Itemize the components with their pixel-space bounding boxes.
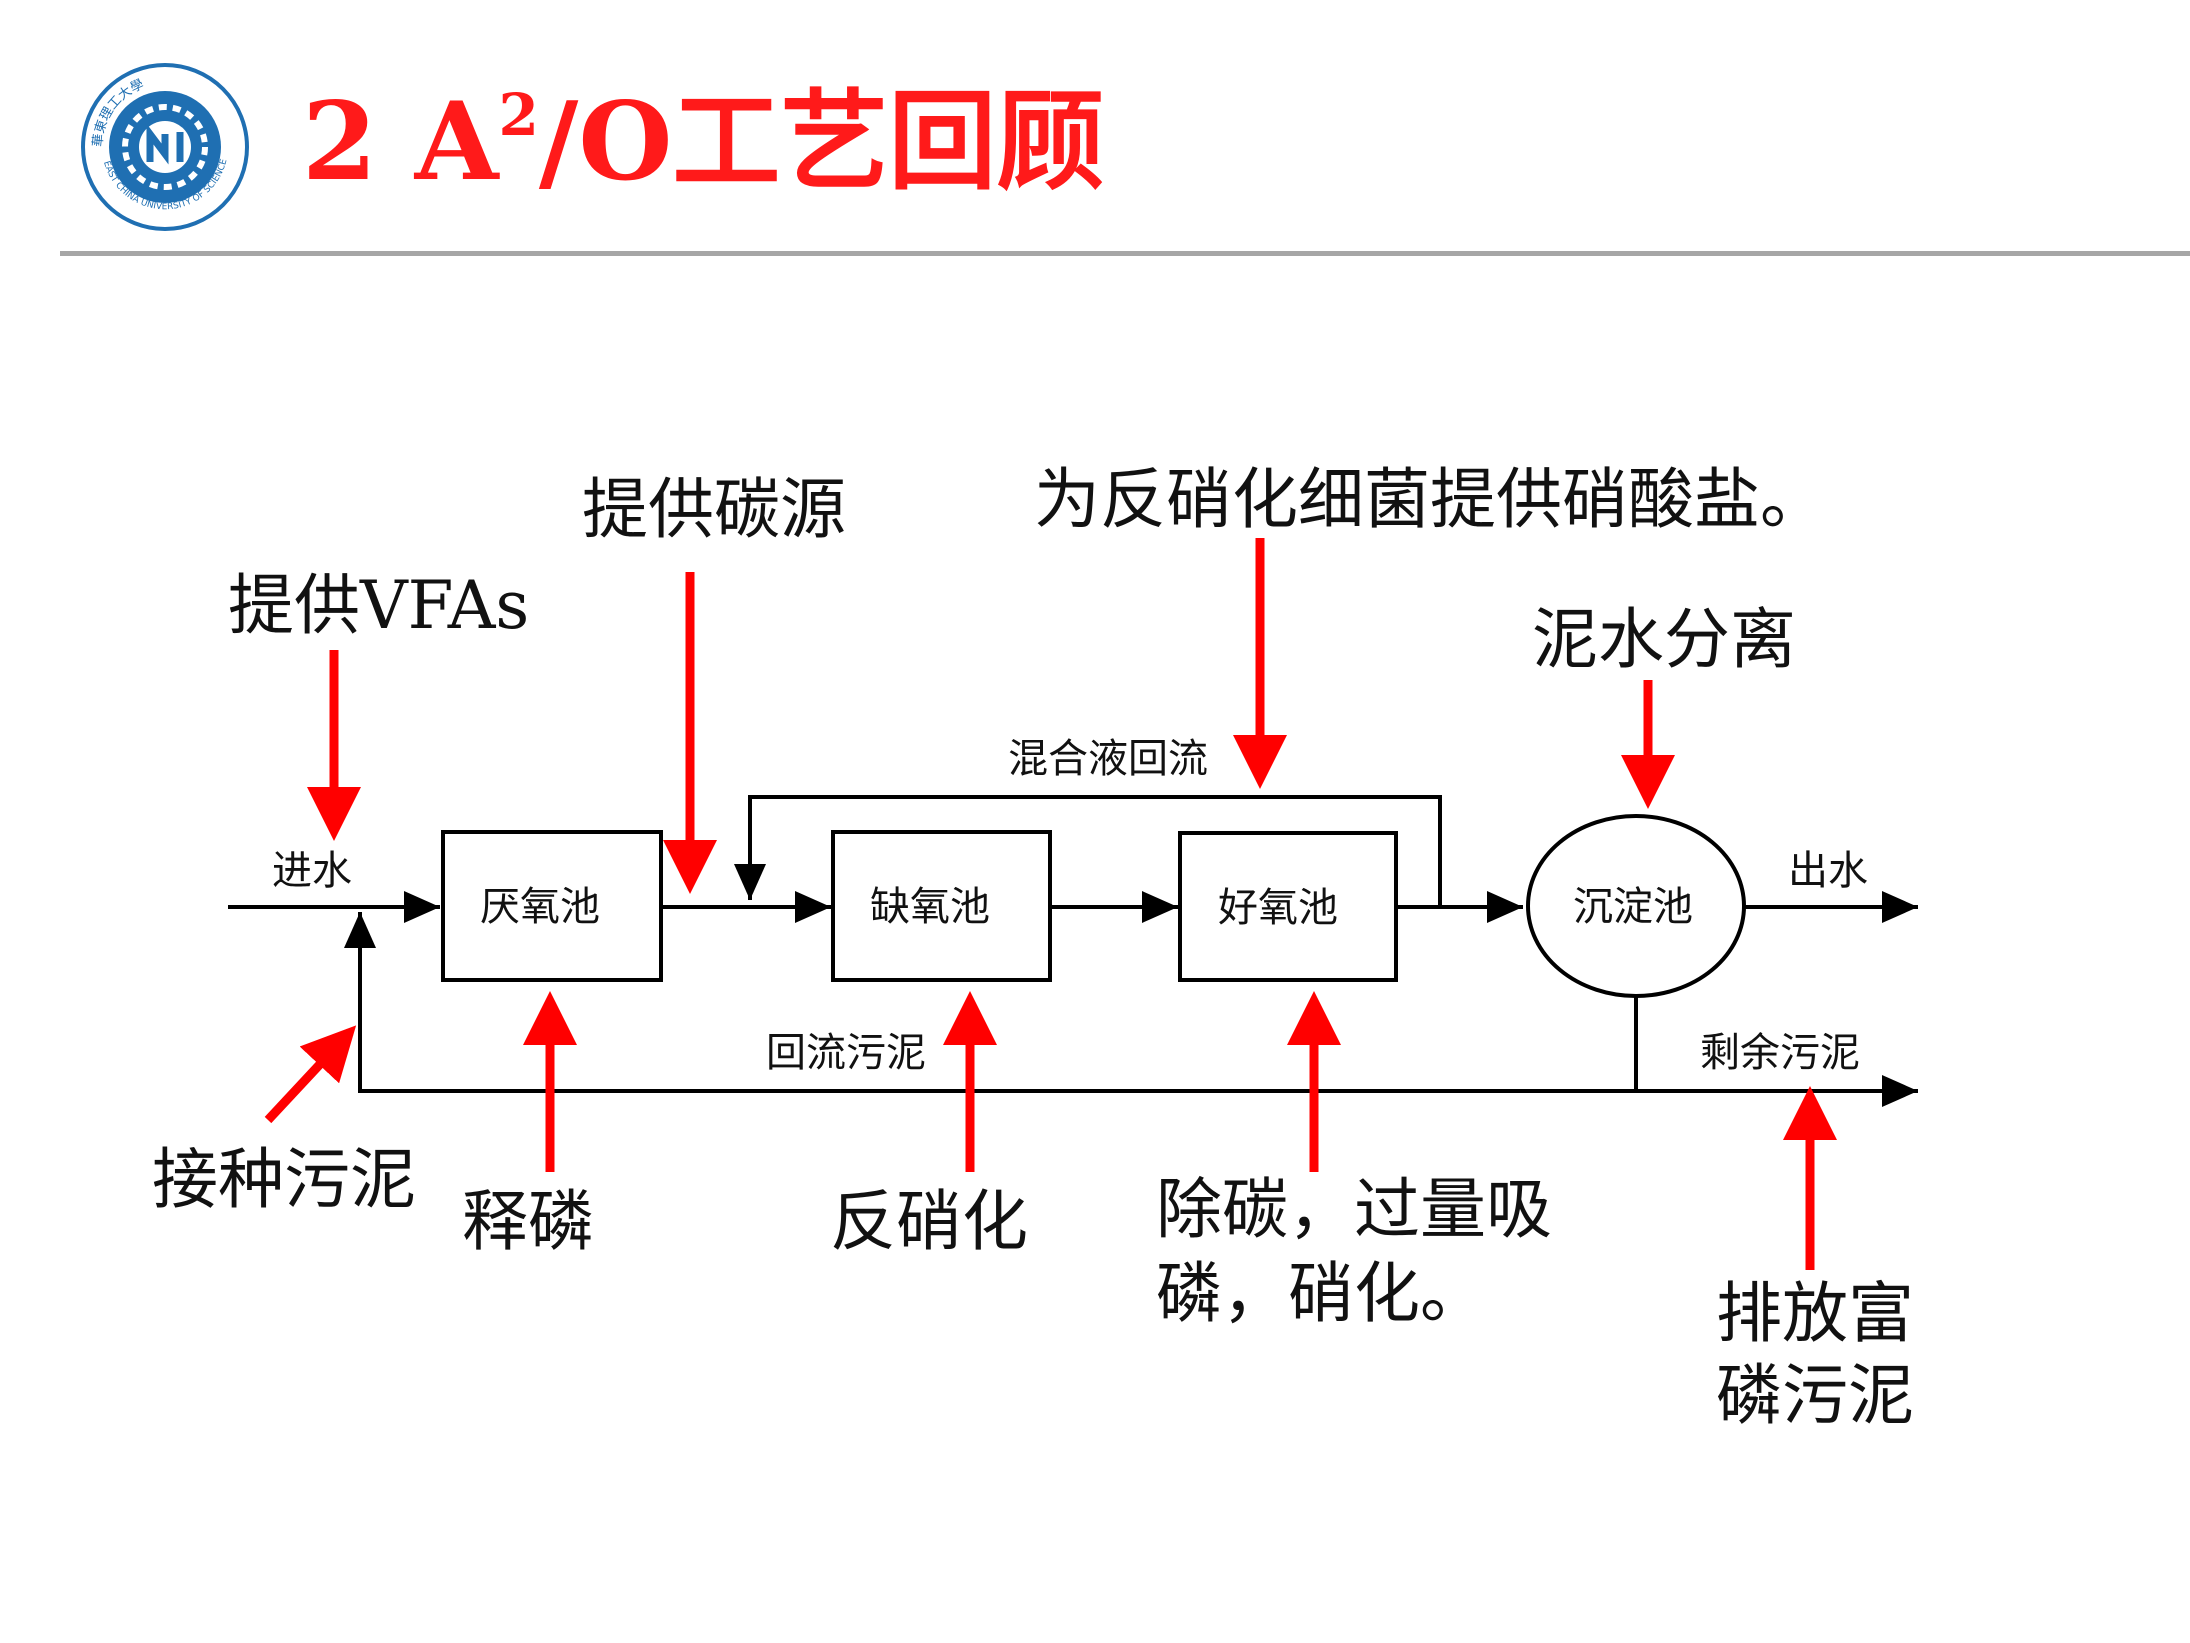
arrow-seed-sludge xyxy=(264,1025,357,1124)
flow-lines xyxy=(228,795,1918,1107)
unit-anoxic: 缺氧池 xyxy=(831,830,1052,982)
title-superscript: 2 xyxy=(498,81,539,149)
unit-clarifier: 沉淀池 xyxy=(1526,814,1746,998)
annotation-phosphorus-release: 释磷 xyxy=(462,1183,594,1260)
unit-anaerobic: 厌氧池 xyxy=(441,830,663,982)
annotation-provide-carbon: 提供碳源 xyxy=(582,471,846,548)
annotation-denitrification: 反硝化 xyxy=(830,1183,1028,1260)
excess-sludge-label: 剩余污泥 xyxy=(1700,1030,1860,1076)
annotation-removal-line1: 除碳，过量吸 xyxy=(1156,1171,1552,1248)
mixed-liquor-recycle-label: 混合液回流 xyxy=(1008,736,1208,782)
title-divider xyxy=(60,251,2190,256)
title-prefix: 2 A xyxy=(302,79,499,205)
annotation-sludge-water-separation: 泥水分离 xyxy=(1532,601,1796,678)
return-sludge-label: 回流污泥 xyxy=(766,1030,926,1076)
annotation-discharge-line1: 排放富 xyxy=(1716,1275,1914,1352)
return-sludge-line xyxy=(344,912,1636,1093)
annotation-provide-vfas: 提供VFAs xyxy=(228,567,529,644)
university-logo: 華東理工大學 EAST CHINA UNIVERSITY OF SCIENCE … xyxy=(80,62,249,231)
effluent-label: 出水 xyxy=(1788,848,1868,894)
page-title: 2 A2/O工艺回顾 xyxy=(302,82,1104,202)
annotation-seed-sludge: 接种污泥 xyxy=(152,1141,416,1218)
unit-aerobic: 好氧池 xyxy=(1178,831,1398,982)
annotation-removal-line2: 磷，硝化。 xyxy=(1156,1255,1486,1332)
influent-label: 进水 xyxy=(272,848,352,894)
unit-clarifier-label: 沉淀池 xyxy=(1573,884,1693,930)
unit-aerobic-label: 好氧池 xyxy=(1218,885,1338,931)
mixed-liquor-recycle-line xyxy=(734,795,1442,907)
annotation-discharge-line2: 磷污泥 xyxy=(1716,1357,1914,1434)
title-suffix: /O工艺回顾 xyxy=(538,79,1105,205)
unit-anoxic-label: 缺氧池 xyxy=(870,884,990,930)
unit-anaerobic-label: 厌氧池 xyxy=(480,884,600,930)
annotation-arrows xyxy=(264,538,1837,1270)
annotation-provide-nitrate: 为反硝化细菌提供硝酸盐。 xyxy=(1034,461,1826,538)
